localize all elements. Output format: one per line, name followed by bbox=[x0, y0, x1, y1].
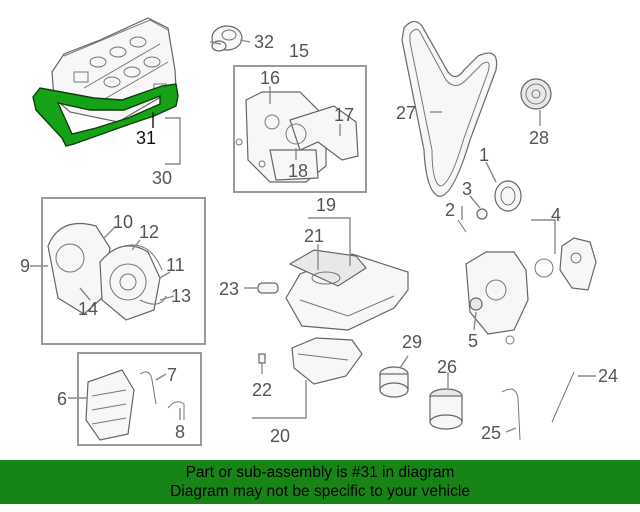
callout-22: 22 bbox=[252, 380, 272, 400]
oil-cap-illustration bbox=[211, 25, 243, 52]
valve-cover-gasket-highlight bbox=[32, 83, 179, 147]
callout-12: 12 bbox=[139, 222, 159, 242]
dipstick-illustration bbox=[501, 371, 575, 441]
callout-18: 18 bbox=[288, 161, 308, 181]
group-box-9 bbox=[41, 197, 206, 345]
part-notice-banner: Part or sub-assembly is #31 in diagram D… bbox=[0, 460, 640, 504]
callout-32: 32 bbox=[254, 32, 274, 52]
callout-14: 14 bbox=[78, 299, 98, 319]
lower-timing-cover-illustration bbox=[85, 369, 185, 441]
callout-6: 6 bbox=[57, 389, 67, 409]
callout-23: 23 bbox=[219, 279, 239, 299]
callout-29: 29 bbox=[402, 332, 422, 352]
callout-1: 1 bbox=[479, 145, 489, 165]
callout-16: 16 bbox=[260, 68, 280, 88]
drain-plug-illustration bbox=[258, 353, 266, 364]
callout-15: 15 bbox=[289, 41, 309, 61]
timing-sprocket-illustration bbox=[520, 78, 552, 110]
oil-pump-illustration bbox=[465, 237, 597, 345]
oil-strainer-illustration bbox=[257, 282, 279, 294]
callout-2: 2 bbox=[445, 200, 455, 220]
callout-7: 7 bbox=[167, 365, 177, 385]
parts-diagram: 1 2 3 4 5 6 7 8 9 10 11 12 13 14 15 16 1… bbox=[20, 17, 618, 446]
callout-8: 8 bbox=[175, 422, 185, 442]
crank-seal-illustration bbox=[494, 180, 522, 212]
callout-28: 28 bbox=[529, 128, 549, 148]
timing-belt-illustration bbox=[401, 20, 498, 197]
callout-24: 24 bbox=[598, 366, 618, 386]
timing-cover-illustration bbox=[235, 91, 359, 183]
bolt-illustration bbox=[457, 208, 488, 233]
oil-filter-illustration bbox=[429, 388, 463, 430]
banner-part-line: Part or sub-assembly is #31 in diagram bbox=[185, 464, 455, 481]
group-box-15 bbox=[233, 65, 367, 193]
timing-assembly-illustration bbox=[47, 222, 167, 321]
callout-9: 9 bbox=[20, 256, 30, 276]
oil-filter-adapter-illustration bbox=[379, 366, 409, 398]
banner-disclaimer-line: Diagram may not be specific to your vehi… bbox=[170, 483, 470, 500]
callout-4: 4 bbox=[551, 205, 561, 225]
group-box-6 bbox=[77, 352, 202, 446]
callout-25: 25 bbox=[481, 423, 501, 443]
callout-20: 20 bbox=[270, 426, 290, 446]
callout-27: 27 bbox=[396, 103, 416, 123]
callout-26: 26 bbox=[437, 357, 457, 377]
oil-pan-illustration bbox=[285, 249, 409, 385]
callout-3: 3 bbox=[462, 179, 472, 199]
callout-19: 19 bbox=[316, 195, 336, 215]
callout-13: 13 bbox=[171, 286, 191, 306]
callout-31: 31 bbox=[136, 128, 156, 148]
callout-5: 5 bbox=[468, 331, 478, 351]
callout-10: 10 bbox=[113, 212, 133, 232]
callout-30: 30 bbox=[152, 168, 172, 188]
callout-21: 21 bbox=[304, 226, 324, 246]
leader-lines bbox=[30, 39, 596, 433]
callout-labels: 1 2 3 4 5 6 7 8 9 10 11 12 13 14 15 16 1… bbox=[20, 32, 618, 446]
callout-17: 17 bbox=[334, 105, 354, 125]
callout-11: 11 bbox=[166, 255, 185, 275]
